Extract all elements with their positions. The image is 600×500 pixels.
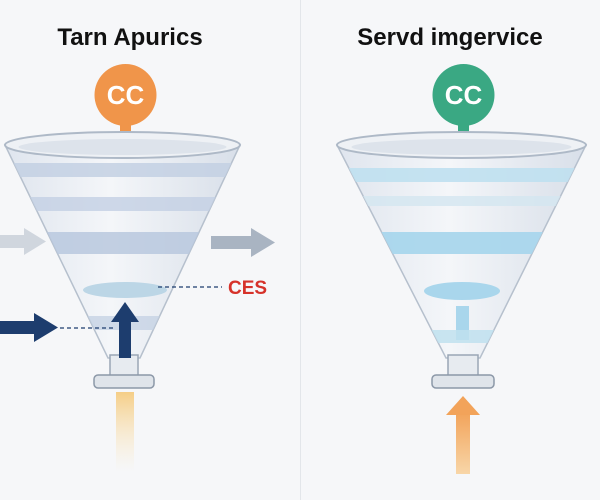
left-gray-arrow-out-head (251, 228, 275, 257)
right-band-3 (337, 232, 586, 254)
left-cc-badge-text: CC (107, 80, 145, 110)
left-outflow (116, 392, 134, 472)
right-funnel-rim-inner (351, 139, 572, 155)
left-gray-arrow-in-shaft (0, 235, 26, 248)
left-funnel-collar (93, 374, 155, 389)
left-gray-arrow-out-shaft (211, 236, 253, 249)
ces-label: CES (228, 278, 267, 299)
right-liquid-surface (424, 282, 500, 300)
right-cc-badge-text: CC (445, 80, 483, 110)
right-panel-title: Servd imgervice (357, 24, 543, 51)
left-inflow-arrow-head (34, 313, 58, 342)
right-funnel-collar (431, 374, 495, 389)
right-band-2 (337, 196, 586, 206)
left-inflow-arrow-shaft (0, 321, 36, 334)
left-liquid-surface (83, 282, 167, 298)
right-inflow-arrow-head (446, 396, 480, 415)
right-cc-badge (432, 64, 495, 126)
right-funnel-neck (447, 354, 479, 378)
left-stripe-2 (5, 197, 240, 211)
left-up-arrow-shaft (119, 318, 131, 358)
left-stripe-3 (5, 232, 240, 254)
left-cc-badge (94, 64, 157, 126)
left-funnel-rim-inner (18, 139, 227, 155)
left-up-arrow-head (111, 302, 139, 322)
panel-divider (300, 0, 301, 500)
left-stripe-1 (5, 163, 240, 177)
left-funnel-group: CES CC (0, 64, 275, 472)
left-panel-title: Tarn Apurics (57, 24, 203, 51)
left-gray-arrow-in-head (24, 228, 46, 255)
right-band-1 (337, 168, 586, 182)
right-funnel-group: CC (335, 64, 588, 474)
right-band-4 (337, 330, 586, 343)
left-funnel-neck (109, 354, 139, 378)
right-inflow-arrow-shaft (456, 412, 470, 474)
